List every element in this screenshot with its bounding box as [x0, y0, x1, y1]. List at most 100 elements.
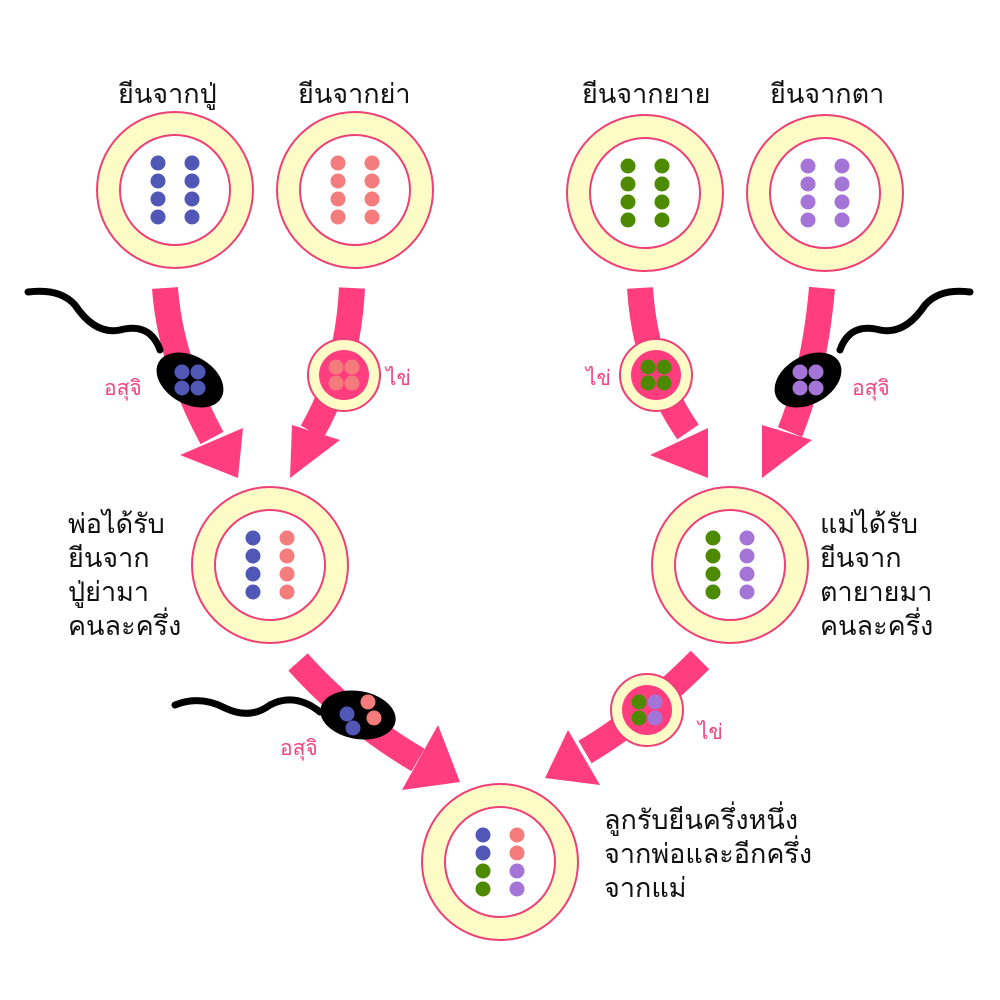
egg-label-paternal: ไข่	[386, 366, 411, 390]
gene-dot	[656, 375, 672, 391]
gene-dot	[739, 548, 755, 564]
gene-dot	[654, 158, 670, 174]
sperm-label-maternal: อสุจิ	[852, 376, 890, 400]
gene-dot	[800, 212, 816, 228]
gene-dot	[184, 155, 200, 171]
gene-dot	[800, 176, 816, 192]
gene-dot	[328, 359, 344, 375]
egg-label-maternal: ไข่	[586, 366, 611, 390]
cell-maternal-grandfather	[746, 114, 904, 272]
label-maternal-grandfather: ยีนจากตา	[770, 79, 885, 110]
gene-dot	[640, 359, 656, 375]
gene-dot	[792, 380, 808, 396]
egg-from-maternal-grandmother-nucleus	[631, 350, 681, 400]
egg-label-mother: ไข่	[698, 720, 723, 744]
gene-dot	[184, 209, 200, 225]
mother-description: แม่ได้รับ ยีนจาก ตายายมา คนละครึ่ง	[820, 508, 933, 644]
gene-dot	[364, 173, 380, 189]
arrow-father-to-child-head	[402, 725, 460, 790]
gene-dot	[245, 584, 261, 600]
gene-dot	[279, 584, 295, 600]
gene-dot	[792, 364, 808, 380]
gene-dot	[174, 364, 190, 380]
father-line-4: คนละครึ่ง	[68, 611, 182, 642]
gene-dot	[654, 194, 670, 210]
cell-paternal-grandfather-nucleus	[119, 134, 231, 246]
cell-child	[421, 783, 579, 941]
gene-dot	[509, 863, 525, 879]
gene-dot	[739, 530, 755, 546]
gene-dot	[654, 176, 670, 192]
gene-dot	[509, 827, 525, 843]
sperm-from-maternal-grandfather-tail	[836, 287, 974, 354]
gene-dot	[834, 158, 850, 174]
sperm-label-paternal: อสุจิ	[104, 376, 142, 400]
gene-dot	[328, 375, 344, 391]
gene-dot	[640, 375, 656, 391]
sperm-from-father-tail	[171, 696, 324, 717]
arrow-maternal-grandfather-to-mother-head	[762, 425, 812, 478]
gene-dot	[184, 191, 200, 207]
gene-dot	[190, 364, 206, 380]
gene-dot	[620, 176, 636, 192]
cell-paternal-grandmother	[276, 111, 434, 269]
gene-dot	[245, 548, 261, 564]
gene-dot	[620, 158, 636, 174]
gene-dot	[339, 706, 355, 722]
child-line-1: ลูกรับยีนครึ่งหนึ่ง	[604, 805, 798, 836]
gene-dot	[620, 194, 636, 210]
sperm-from-grandfather-head	[156, 352, 224, 408]
sperm-from-maternal-grandfather-head	[774, 352, 842, 408]
mother-line-4: คนละครึ่ง	[820, 611, 934, 642]
gene-dot	[150, 155, 166, 171]
gene-dot	[509, 845, 525, 861]
gene-dot	[364, 155, 380, 171]
gene-dot	[150, 173, 166, 189]
sperm-from-father	[171, 690, 396, 740]
gene-dot	[834, 176, 850, 192]
gene-dot	[150, 209, 166, 225]
gene-dot	[279, 530, 295, 546]
gene-dot	[705, 548, 721, 564]
egg-from-mother-nucleus	[622, 685, 672, 735]
father-line-1: พ่อได้รับ	[68, 509, 165, 540]
sperm-from-father-head	[320, 690, 396, 740]
cell-maternal-grandmother-nucleus	[589, 137, 701, 249]
gene-dot	[656, 359, 672, 375]
gene-dot	[705, 584, 721, 600]
gene-dot	[705, 530, 721, 546]
arrow-grandmother-to-father-head	[290, 425, 340, 478]
sperm-label-father: อสุจิ	[280, 736, 318, 760]
gene-dot	[808, 364, 824, 380]
arrow-maternal-grandmother-to-mother-head	[650, 428, 708, 478]
father-line-2: ยีนจาก	[68, 543, 150, 574]
gene-dot	[364, 191, 380, 207]
cell-paternal-grandfather	[96, 111, 254, 269]
gene-dot	[654, 212, 670, 228]
egg-from-grandmother-nucleus	[319, 350, 369, 400]
gene-dot	[330, 155, 346, 171]
child-line-3: จากแม่	[604, 873, 687, 904]
gene-dot	[800, 158, 816, 174]
cell-mother-nucleus	[674, 509, 786, 621]
egg-from-grandmother	[307, 338, 381, 412]
cell-paternal-grandmother-nucleus	[299, 134, 411, 246]
child-line-2: จากพ่อและอีกครึ่ง	[604, 839, 813, 870]
egg-from-maternal-grandmother	[619, 338, 693, 412]
gene-dot	[631, 694, 647, 710]
gene-dot	[800, 194, 816, 210]
gene-dot	[366, 710, 382, 726]
arrow-mother-to-child-head	[545, 730, 600, 785]
gene-dot	[330, 209, 346, 225]
gene-dot	[647, 710, 663, 726]
child-description: ลูกรับยีนครึ่งหนึ่ง จากพ่อและอีกครึ่ง จา…	[604, 804, 812, 906]
gene-dot	[344, 375, 360, 391]
gene-dot	[739, 566, 755, 582]
arrow-grandfather-to-father-head	[180, 428, 243, 478]
sperm-from-grandfather	[24, 287, 224, 408]
mother-line-3: ตายายมา	[820, 577, 933, 608]
gene-dot	[620, 212, 636, 228]
gene-dot	[279, 566, 295, 582]
cell-maternal-grandfather-nucleus	[769, 137, 881, 249]
